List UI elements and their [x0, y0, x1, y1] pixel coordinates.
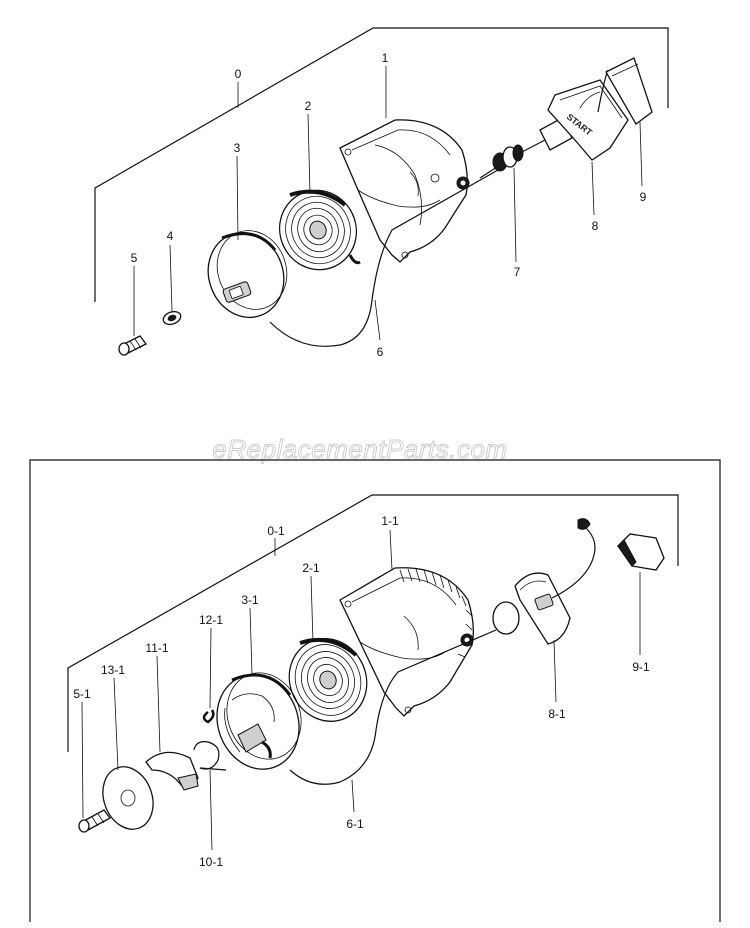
callout-1-1: 1-1	[381, 514, 399, 528]
bottom-frame	[29, 459, 721, 922]
watermark-text: eReplacementParts.com	[212, 434, 507, 464]
recoil-case	[339, 119, 470, 263]
spring-clip	[193, 741, 227, 771]
leader-case-2	[389, 529, 393, 571]
callout-5: 5	[131, 251, 138, 265]
callout-10-1: 10-1	[199, 855, 223, 869]
callout-2-1: 2-1	[302, 561, 320, 575]
leader-rope-2	[351, 779, 355, 813]
bottom-assembly: 0-1 1-1 2-1 3-1 12-1 11-1 13-1 5-1 6-1 1…	[29, 459, 721, 922]
leader-reel-2	[249, 607, 253, 675]
leader-rope	[374, 299, 381, 341]
starter-handle: START	[519, 69, 629, 161]
leader-reel	[236, 155, 239, 241]
screw-2	[78, 809, 111, 833]
leader-clip	[209, 769, 213, 851]
callout-6-1: 6-1	[346, 817, 364, 831]
callout-7: 7	[514, 265, 521, 279]
leader-guide	[513, 167, 517, 263]
ratchet-pawl-tip	[177, 773, 199, 791]
leader-plate	[113, 677, 119, 771]
callout-5-1: 5-1	[73, 687, 91, 701]
callout-3-1: 3-1	[241, 593, 259, 607]
recoil-spring	[278, 189, 361, 271]
leader-pawl	[156, 655, 161, 753]
screw	[118, 335, 147, 356]
washer-hole	[167, 314, 177, 322]
recoil-spring-2	[288, 638, 368, 722]
callout-11-1: 11-1	[145, 641, 168, 655]
callout-1: 1	[382, 51, 389, 65]
leader-handle-2	[553, 639, 557, 703]
friction-plate	[102, 766, 154, 830]
callout-12-1: 12-1	[199, 613, 223, 627]
leader-spring	[307, 113, 311, 195]
case-fins	[399, 568, 473, 658]
starter-rope	[269, 169, 499, 347]
bottom-assembly-bracket	[67, 494, 679, 752]
rope-reel	[207, 230, 288, 318]
starter-handle-2	[492, 518, 596, 645]
callout-4: 4	[167, 229, 174, 243]
callout-6: 6	[377, 345, 384, 359]
leader-spring-2	[310, 575, 314, 643]
leader-pawl-spring	[209, 627, 212, 709]
friction-plate-hole	[120, 789, 136, 807]
rope-reel-2	[216, 672, 302, 770]
callout-0-1: 0-1	[267, 524, 285, 538]
top-assembly-bracket	[94, 27, 669, 302]
handle-cap-2	[617, 533, 665, 571]
callout-8: 8	[592, 219, 599, 233]
leader-screw-2	[81, 701, 84, 819]
callout-8-1: 8-1	[548, 707, 566, 721]
handle-cap	[605, 57, 653, 125]
callout-0: 0	[235, 67, 242, 81]
leader-handle	[591, 161, 595, 216]
rope-guide	[479, 144, 524, 179]
leader-washer	[169, 244, 173, 312]
callout-2: 2	[305, 99, 312, 113]
callout-9-1: 9-1	[632, 660, 650, 674]
leader-cap	[639, 121, 643, 187]
top-assembly: START 0 1 2 3 4 5 6 7 8 9	[94, 27, 669, 359]
callout-9: 9	[640, 190, 647, 204]
callout-3: 3	[234, 141, 241, 155]
pawl-spring	[202, 709, 215, 724]
callout-13-1: 13-1	[101, 663, 125, 677]
starter-rope-2	[289, 629, 497, 785]
